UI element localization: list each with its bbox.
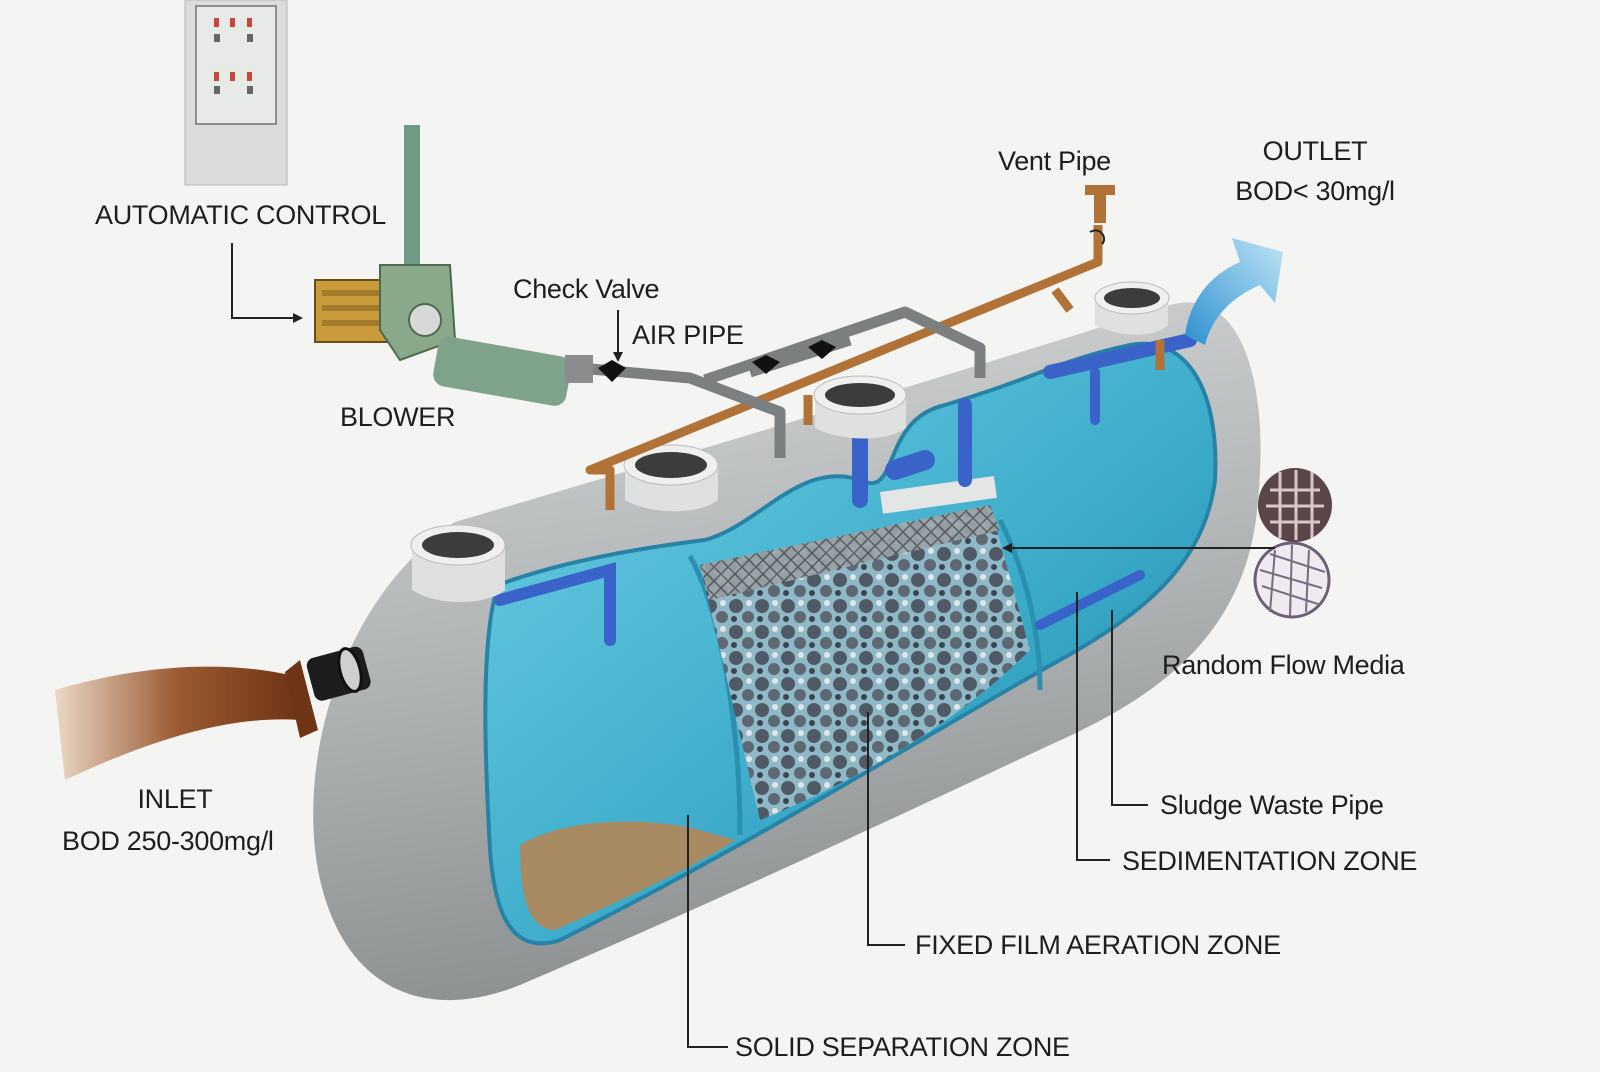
label-sedimentation-zone: SEDIMENTATION ZONE (1122, 846, 1418, 876)
label-blower: BLOWER (340, 402, 456, 432)
check-valves (598, 340, 836, 382)
label-sludge-waste-pipe: Sludge Waste Pipe (1160, 790, 1384, 820)
leader-lines (231, 243, 1275, 1048)
label-solid-separation-zone: SOLID SEPARATION ZONE (735, 1032, 1070, 1062)
label-inlet: INLET (137, 784, 213, 814)
internal-pipes (494, 333, 1197, 646)
vent-pipe-line (585, 225, 1165, 510)
label-random-flow-media: Random Flow Media (1162, 650, 1405, 680)
label-outlet: OUTLET (1262, 136, 1368, 166)
label-check-valve: Check Valve (513, 274, 660, 304)
label-outlet-bod: BOD< 30mg/l (1235, 176, 1395, 206)
manholes (410, 281, 1170, 603)
label-automatic-control: AUTOMATIC CONTROL (95, 200, 386, 230)
label-air-pipe: AIR PIPE (632, 320, 744, 350)
control-panel (184, 0, 288, 186)
outlet-flow (1185, 238, 1283, 345)
inlet-flow (55, 646, 371, 780)
label-fixed-film-aeration-zone: FIXED FILM AERATION ZONE (915, 930, 1281, 960)
vent-cap (1085, 185, 1115, 245)
label-inlet-bod: BOD 250-300mg/l (62, 826, 274, 856)
random-flow-media-samples (1253, 468, 1332, 619)
blower-unit (314, 125, 593, 406)
media-block (700, 475, 1030, 820)
label-vent-pipe: Vent Pipe (998, 146, 1111, 176)
